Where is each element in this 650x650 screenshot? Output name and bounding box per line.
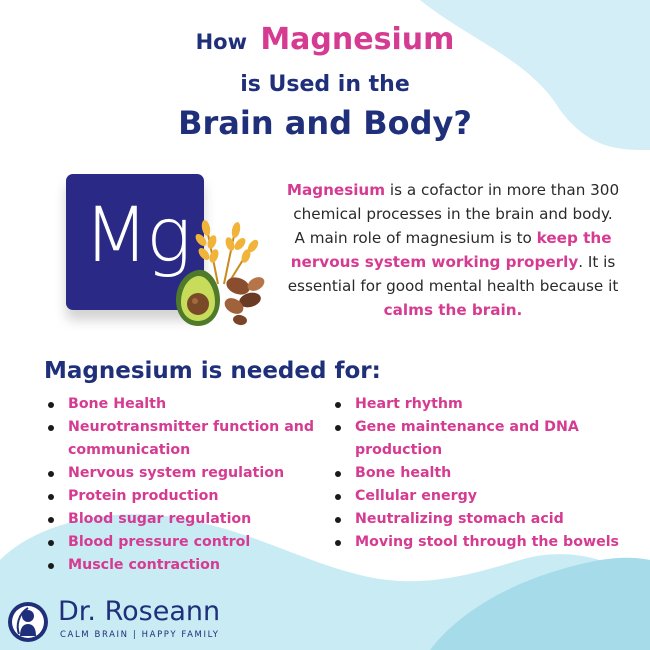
list-item: Muscle contraction bbox=[44, 554, 324, 577]
list-item: Nervous system regulation bbox=[44, 462, 324, 485]
description-text-1: is a cofactor in more than 300 chemical … bbox=[293, 181, 620, 247]
list-item: Gene maintenance and DNA production bbox=[331, 416, 631, 462]
mg-card: Mg bbox=[66, 174, 204, 310]
list-item: Blood sugar regulation bbox=[44, 508, 324, 531]
title-line-2: is Used in the bbox=[240, 72, 410, 97]
description-highlight-3: calms the brain. bbox=[383, 301, 523, 319]
needed-list-left: Bone Health Neurotransmitter function an… bbox=[44, 393, 324, 577]
description: Magnesium is a cofactor in more than 300… bbox=[286, 178, 620, 322]
list-item: Neurotransmitter function and communicat… bbox=[44, 416, 324, 462]
title-prefix: How bbox=[195, 30, 248, 54]
logo: Dr. Roseann CALM BRAIN | HAPPY FAMILY bbox=[6, 596, 266, 646]
list-item: Neutralizing stomach acid bbox=[331, 508, 631, 531]
title-line-1: How Magnesium bbox=[0, 22, 650, 57]
logo-mark-icon bbox=[8, 602, 48, 642]
needed-list-right: Heart rhythm Gene maintenance and DNA pr… bbox=[331, 393, 631, 554]
list-item: Moving stool through the bowels bbox=[331, 531, 631, 554]
mg-symbol: Mg bbox=[83, 190, 191, 279]
list-item: Cellular energy bbox=[331, 485, 631, 508]
list-item: Bone health bbox=[331, 462, 631, 485]
list-item: Protein production bbox=[44, 485, 324, 508]
logo-tagline: CALM BRAIN | HAPPY FAMILY bbox=[60, 630, 220, 640]
magnesium-food-icon bbox=[176, 220, 265, 326]
list-item: Bone Health bbox=[44, 393, 324, 416]
title-line-3: Brain and Body? bbox=[178, 104, 472, 142]
needed-heading: Magnesium is needed for: bbox=[44, 358, 381, 384]
list-item: Heart rhythm bbox=[331, 393, 631, 416]
title-accent: Magnesium bbox=[260, 22, 455, 57]
description-highlight-2: keep the nervous system working properly bbox=[290, 229, 612, 271]
logo-name: Dr. Roseann bbox=[58, 596, 221, 627]
list-item: Blood pressure control bbox=[44, 531, 324, 554]
description-highlight-1: Magnesium bbox=[286, 181, 386, 199]
description-text-2: . It is essential for good mental health… bbox=[287, 253, 619, 295]
